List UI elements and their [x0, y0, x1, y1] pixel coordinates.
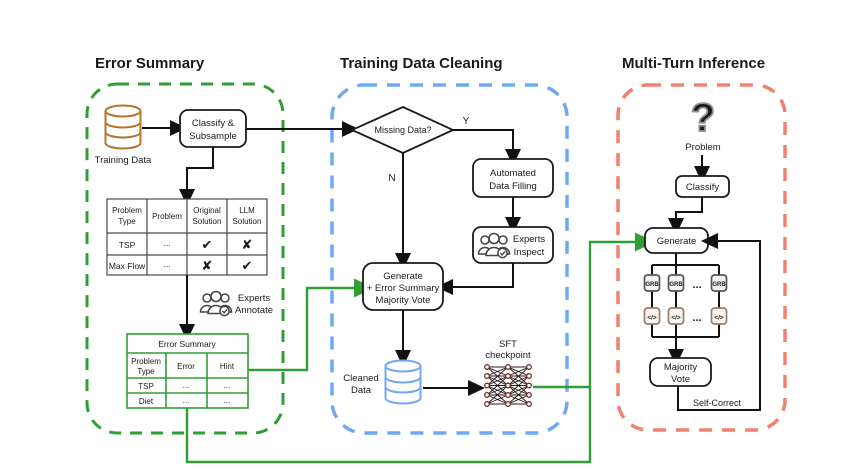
multi-turn-inference-section-frame: Multi-Turn Inference — [616, 55, 787, 432]
multi-turn-inference-title: Multi-Turn Inference — [622, 55, 765, 72]
database-icon — [384, 359, 422, 373]
experts-inspect-line1: Experts — [513, 234, 545, 245]
code-glyph: </> — [647, 315, 657, 322]
summary-row-tsp-hint: ... — [224, 381, 231, 390]
sft-network-links — [486, 366, 530, 405]
experts-annotate-line2: Annotate — [235, 305, 273, 316]
generate-box-line3: Majority Vote — [376, 295, 431, 306]
cleaned-data-line1: Cleaned — [343, 373, 378, 384]
training-data-cleaning-section-frame: Training Data Cleaning — [330, 55, 569, 435]
grb-label: GRB — [669, 282, 683, 288]
error-summary-section-frame: Error Summary — [85, 55, 285, 435]
database-icon — [104, 104, 142, 118]
check-icon: ✔ — [242, 258, 253, 273]
code-boxes: </> </> </> ... — [643, 307, 728, 325]
error-summary-title: Error Summary — [95, 55, 205, 72]
summary-row-diet: Diet — [139, 397, 154, 406]
review-header-llm-1: LLM — [239, 206, 255, 215]
hint-to-generate-connector — [248, 278, 375, 372]
grb-solver-icon — [710, 274, 728, 292]
summary-row-diet-hint: ... — [224, 396, 231, 405]
sft-label-line2: checkpoint — [485, 350, 531, 361]
grb-solver-icon — [667, 274, 685, 292]
experts-annotate-line1: Experts — [238, 293, 270, 304]
summary-row-diet-error: ... — [183, 396, 190, 405]
cleaned-data-database — [384, 359, 422, 405]
review-row-tsp-problem: ... — [163, 238, 170, 248]
grb-label: GRB — [645, 282, 659, 288]
yes-branch-arrow — [453, 129, 521, 166]
grb-solver-icon — [643, 274, 661, 292]
code-glyph: </> — [671, 315, 681, 322]
multi-turn-inference-dashed-border — [616, 83, 787, 432]
no-branch-label: N — [388, 173, 395, 184]
code-icon — [643, 307, 661, 325]
error-summary-table-title: Error Summary — [158, 339, 216, 349]
review-header-problem-type-1: Problem — [112, 206, 142, 215]
classify-subsample-line2: Subsample — [189, 131, 237, 142]
check-icon: ✔ — [202, 237, 213, 252]
summary-to-inference-connector — [185, 232, 656, 464]
summary-header-error: Error — [177, 362, 195, 371]
automated-filling-line1: Automated — [490, 168, 536, 179]
sft-label-line1: SFT — [499, 339, 517, 350]
review-row-tsp: TSP — [119, 240, 136, 250]
training-data-label: Training Data — [95, 155, 152, 166]
self-correct-label: Self-Correct — [693, 398, 742, 408]
code-icon — [667, 307, 685, 325]
review-header-problem: Problem — [152, 212, 182, 221]
review-header-original-1: Original — [193, 206, 221, 215]
error-summary-table: Error Summary Problem Type Error Hint TS… — [126, 333, 249, 409]
sft-network-icon — [484, 364, 532, 407]
majority-vote-line1: Majority — [664, 362, 698, 373]
generate-box-line1: Generate — [383, 271, 423, 282]
classify-to-table-arrow — [179, 147, 214, 206]
inspect-to-generate-arrow — [436, 263, 514, 295]
cross-icon: ✘ — [242, 237, 253, 252]
classify-to-generate-arrow — [668, 197, 703, 235]
problem-label: Problem — [685, 142, 720, 153]
solver-ellipsis: ... — [692, 279, 701, 291]
missing-data-label: Missing Data? — [374, 125, 431, 135]
classify-label: Classify — [686, 182, 720, 193]
review-header-llm-2: Solution — [233, 217, 262, 226]
review-row-maxflow: Max Flow — [109, 261, 146, 271]
self-correct-loop — [677, 233, 761, 411]
solver-fanout-lines — [651, 253, 720, 366]
code-icon — [710, 307, 728, 325]
yes-branch-label: Y — [463, 116, 470, 127]
sft-network-nodes — [484, 364, 532, 407]
solver-boxes: GRB GRB GRB ... — [643, 274, 728, 292]
review-header-problem-type-2: Type — [118, 217, 136, 226]
summary-header-hint: Hint — [220, 362, 235, 371]
cross-icon: ✘ — [202, 258, 213, 273]
code-glyph: </> — [714, 315, 724, 322]
review-table: Problem Type Problem Original Solution L… — [106, 198, 268, 276]
summary-row-tsp-error: ... — [183, 381, 190, 390]
training-data-cleaning-title: Training Data Cleaning — [340, 55, 503, 72]
grb-label: GRB — [712, 282, 726, 288]
experts-annotate-icon — [199, 290, 233, 317]
generate-box-line2: + Error Summary — [367, 283, 440, 294]
cleaned-data-line2: Data — [351, 385, 372, 396]
experts-inspect-line2: Inspect — [514, 247, 545, 258]
majority-vote-line2: Vote — [671, 374, 690, 385]
training-data-database — [104, 104, 142, 150]
classify-subsample-line1: Classify & — [192, 118, 235, 129]
summary-row-tsp: TSP — [138, 382, 154, 391]
question-mark-icon: ? — [691, 96, 715, 140]
automated-filling-line2: Data Filling — [489, 181, 537, 192]
inference-generate-label: Generate — [657, 236, 697, 247]
review-row-maxflow-problem: ... — [163, 259, 170, 269]
review-header-original-2: Solution — [193, 217, 222, 226]
majority-vote-box — [649, 357, 712, 387]
error-summary-dashed-border — [85, 82, 285, 435]
code-ellipsis: ... — [692, 312, 701, 324]
summary-header-problem-type-2: Type — [137, 367, 155, 376]
summary-header-problem-type-1: Problem — [131, 357, 161, 366]
